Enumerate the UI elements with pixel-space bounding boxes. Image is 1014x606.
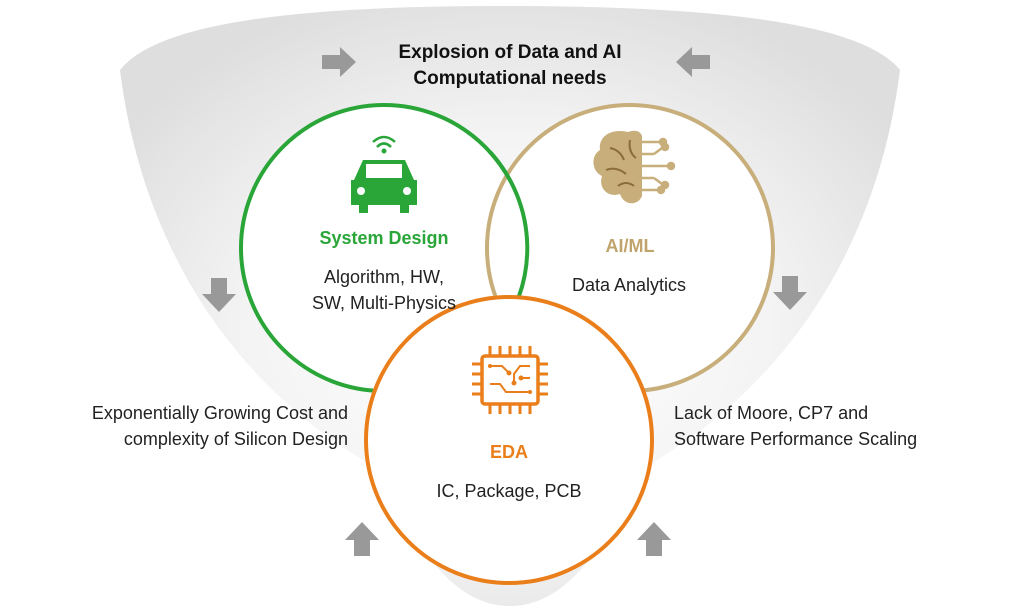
brain-circuit-icon <box>593 130 676 204</box>
title-line-2: Computational needs <box>413 68 607 89</box>
diagram-title: Explosion of Data and AI Computational n… <box>360 40 660 92</box>
system-design-line-2: SW, Multi-Physics <box>311 293 457 313</box>
arrow-top-left-icon <box>322 47 356 77</box>
arrow-bottom-right-up-icon <box>637 522 671 556</box>
connected-car-icon <box>351 135 417 213</box>
arrow-left-down-icon <box>202 278 236 312</box>
title-line-1: Explosion of Data and AI <box>398 42 622 63</box>
right-caption-line-2: Software Performance Scaling <box>674 429 918 449</box>
left-caption-line-1: Exponentially Growing Cost and <box>91 403 348 423</box>
ai-ml-description: Data Analytics <box>571 275 687 295</box>
system-design-line-1: Algorithm, HW, <box>323 267 445 287</box>
arrow-bottom-left-up-icon <box>345 522 379 556</box>
arrow-right-down-icon <box>773 276 807 310</box>
eda-description: IC, Package, PCB <box>436 481 582 501</box>
chip-icon <box>472 346 548 414</box>
system-design-heading: System Design <box>319 228 449 248</box>
ai-ml-heading: AI/ML <box>605 236 655 256</box>
right-caption-line-1: Lack of Moore, CP7 and <box>674 403 869 423</box>
right-side-caption: Lack of Moore, CP7 and Software Performa… <box>674 400 1004 452</box>
eda-heading: EDA <box>489 442 528 462</box>
eda-circle <box>364 295 654 585</box>
system-design-description: Algorithm, HW, SW, Multi-Physics <box>274 264 494 316</box>
arrow-top-right-icon <box>676 47 710 77</box>
left-side-caption: Exponentially Growing Cost and complexit… <box>8 400 348 452</box>
left-caption-line-2: complexity of Silicon Design <box>123 429 348 449</box>
